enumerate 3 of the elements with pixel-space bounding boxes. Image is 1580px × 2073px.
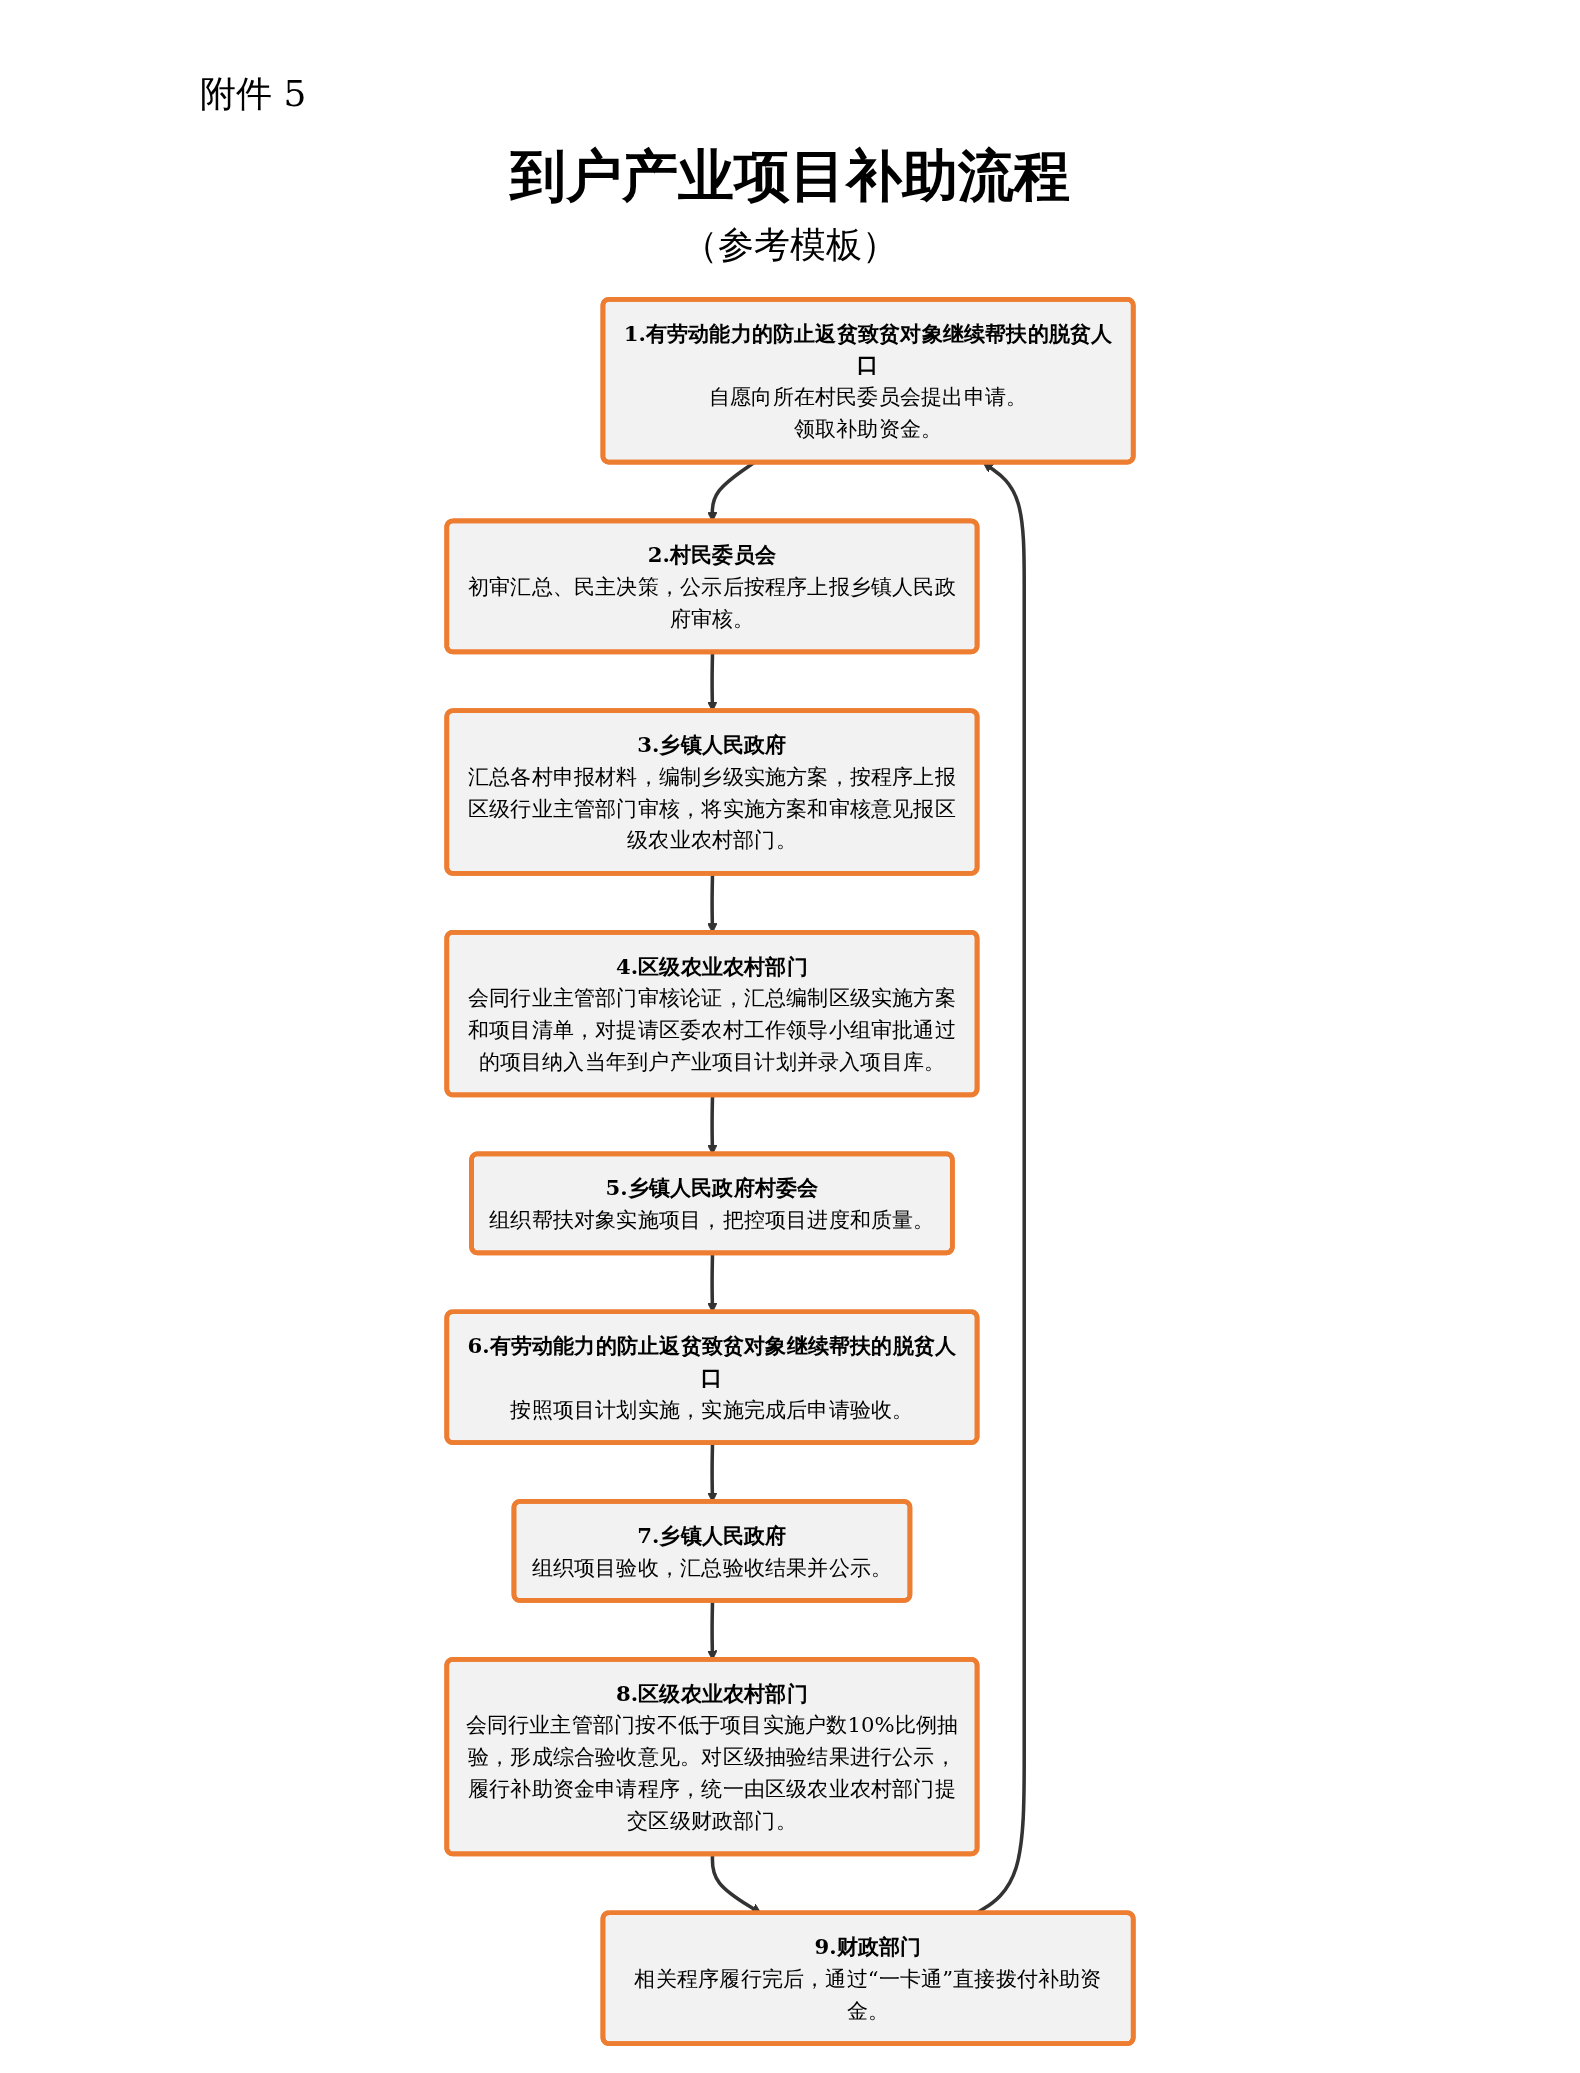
attachment-label: 附件 5 <box>200 72 307 116</box>
diagram-title: 到户产业项目补助流程 <box>510 141 1070 210</box>
subtitle-text: （参考模板） <box>682 223 898 267</box>
